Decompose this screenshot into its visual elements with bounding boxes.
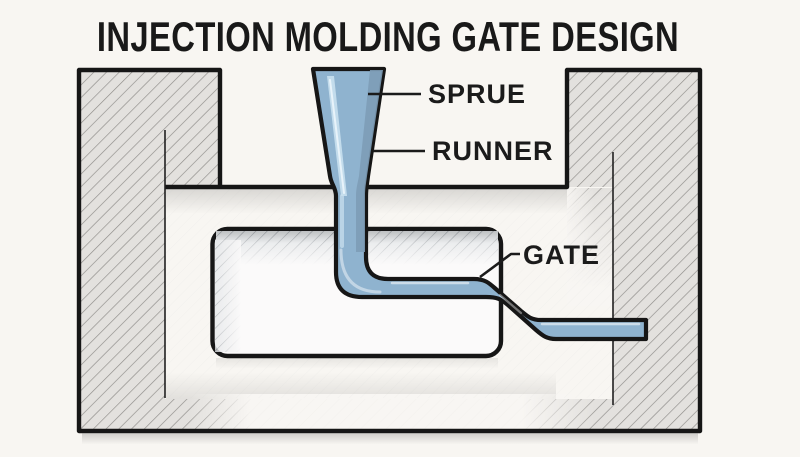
mold-body-hatched [79,70,700,431]
melt-channel-highlights [327,70,641,326]
diagram-title: INJECTION MOLDING GATE DESIGN [96,13,680,60]
label-sprue: SPRUE [428,79,527,109]
label-runner: RUNNER [432,136,554,166]
cavity-left-shading [215,240,241,352]
label-gate: GATE [523,240,600,270]
cavity-under-shadow [216,358,498,369]
mold-drop-shadow [82,433,698,445]
bottom-band-fade [190,394,595,430]
gate-leader-line [479,252,520,279]
melt-channel [310,66,649,342]
